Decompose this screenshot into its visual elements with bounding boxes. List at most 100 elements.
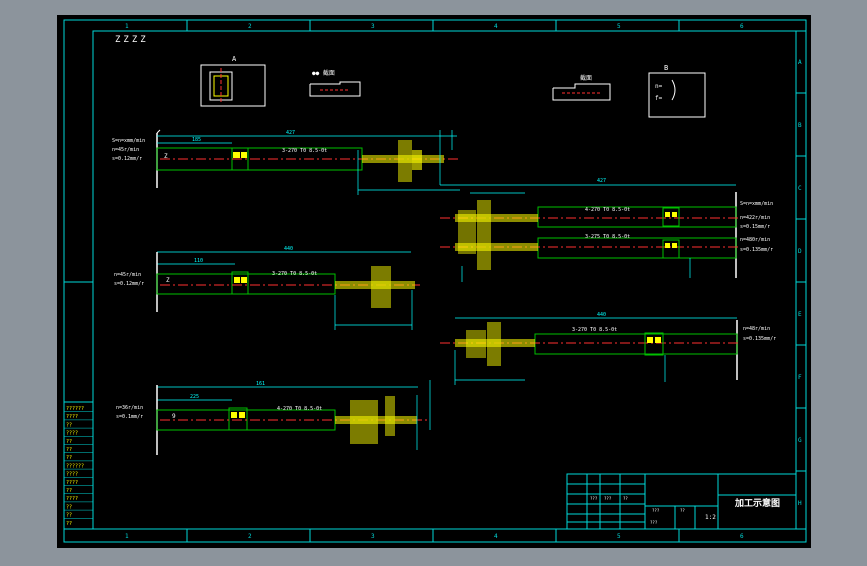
op5-bearing	[647, 337, 653, 343]
stamp-cell-text: ??????	[66, 406, 84, 412]
column-labels-top: 1 2 3 4 5 6	[125, 23, 744, 30]
op2-total-dim: 440	[284, 246, 293, 252]
top-left-marks: ZZZZ	[115, 35, 149, 45]
view-b-box	[648, 72, 706, 118]
operation-2: n=45r/min s=0.12mm/r 440 110 Z 3-270 T0 …	[114, 246, 420, 330]
view-a-box	[200, 64, 266, 107]
operation-4: 427 S=n=xmm/min n=422r/min s=0.15mm/r n=…	[440, 178, 773, 282]
op1-param-3: s=0.12mm/r	[112, 156, 142, 162]
row-label: B	[798, 122, 802, 129]
title-block-small-label: ???	[604, 496, 612, 501]
op2-chuck-label: Z	[166, 277, 170, 284]
op1-bearing	[233, 152, 240, 158]
operation-1: S=n=xmm/min n=45r/min s=0.12mm/r Z 427 1…	[112, 129, 460, 195]
title-block	[566, 473, 797, 530]
op2-seg-dim: 110	[194, 258, 203, 264]
op5-param-1: n=48r/min	[743, 326, 770, 332]
stamp-cell-text: ????	[66, 431, 78, 437]
paper-background	[57, 15, 811, 548]
op2-param-1: n=45r/min	[114, 272, 141, 278]
column-label-top: 5	[617, 23, 621, 30]
column-label-top: 6	[740, 23, 744, 30]
op4-bearing-upper	[665, 212, 670, 217]
op2-param-2: s=0.12mm/r	[114, 281, 144, 287]
title-block-small-label: ???	[590, 496, 598, 501]
op5-tool-shank	[455, 339, 535, 347]
detail-profile-right	[552, 83, 611, 101]
row-label: C	[798, 185, 802, 192]
title-block-small-label: ???	[652, 508, 660, 513]
stamp-cell-text: ??	[66, 513, 72, 519]
column-label-bottom: 5	[617, 533, 621, 540]
stamp-cell-text: ??	[66, 504, 72, 510]
stamp-cell-text: ??	[66, 447, 72, 453]
row-label: A	[798, 59, 802, 66]
column-label-bottom: 1	[125, 533, 129, 540]
stamp-cell-text: ????	[66, 480, 78, 486]
inner-frame	[92, 30, 807, 530]
drawing-title: 加工示意图	[734, 497, 780, 509]
op1-seg-dim: 185	[192, 137, 201, 143]
column-label-top: 3	[371, 23, 375, 30]
op3-param-2: s=0.1mm/r	[116, 414, 143, 420]
row-zone-ticks	[64, 92, 806, 472]
column-label-bottom: 3	[371, 533, 375, 540]
stamp-cell-text: ??	[66, 422, 72, 428]
stamp-column	[63, 401, 94, 530]
op5-total-dim: 440	[597, 312, 606, 318]
stamp-cell-text: ??	[66, 455, 72, 461]
op4-total-dim: 427	[597, 178, 606, 184]
column-label-top: 4	[494, 23, 498, 30]
op3-bearing	[231, 412, 237, 418]
detail-left-label: ●● 截面	[312, 69, 335, 77]
op4-tool-chuck	[477, 200, 491, 270]
column-label-bottom: 4	[494, 533, 498, 540]
operation-5: 440 n=48r/min s=0.135mm/r 3-270 T0 8.5-0…	[440, 312, 776, 385]
title-block-small-label: ??	[623, 496, 628, 501]
column-label-bottom: 2	[248, 533, 252, 540]
column-zone-ticks	[186, 20, 680, 542]
operation-3: n=36r/min s=0.1mm/r 161 225 9 4-270 T0 8…	[116, 380, 431, 455]
op2-thread: 3-270 T0 8.5-0t	[272, 271, 317, 277]
stamp-cell-text: ??	[66, 488, 72, 494]
op1-tool-shank	[362, 155, 444, 163]
column-labels-bottom: 1 2 3 4 5 6	[125, 533, 744, 540]
row-label: H	[798, 500, 802, 507]
op4-tool-shank-upper	[455, 214, 538, 222]
op3-tool-shank	[335, 416, 417, 424]
op3-total-dim: 161	[256, 381, 265, 387]
op4-tool-shank-lower	[455, 243, 538, 251]
op4-bearing-lower	[665, 243, 670, 248]
view-b-label: B	[664, 64, 668, 72]
row-label: D	[798, 248, 802, 255]
stamp-cell-text: ??????	[66, 463, 84, 469]
op3-chuck-label: 9	[172, 413, 176, 420]
op5-thread: 3-270 T0 8.5-0t	[572, 327, 617, 333]
op4-thread-2: 3-275 T0 8.5-0t	[585, 234, 630, 240]
stamp-cell-text: ????	[66, 414, 78, 420]
op3-seg-dim: 225	[190, 394, 199, 400]
op4-thread-1: 4-270 T0 8.5-0t	[585, 207, 630, 213]
title-block-small-label: ??	[680, 508, 685, 513]
op3-param-1: n=36r/min	[116, 405, 143, 411]
detail-profile-left	[309, 81, 361, 97]
column-label-top: 1	[125, 23, 129, 30]
stamp-cells: ????????????????????????????????????????…	[64, 406, 93, 527]
title-block-labels: ????????????????	[590, 496, 685, 525]
op1-param-1: S=n=xmm/min	[112, 138, 145, 144]
op4-param-4: n=480r/min	[740, 237, 770, 243]
op4-param-1: S=n=xmm/min	[740, 201, 773, 207]
column-label-top: 2	[248, 23, 252, 30]
drawing-scale: 1:2	[705, 514, 716, 521]
section-view-a: A	[200, 55, 266, 107]
op4-param-2: n=422r/min	[740, 215, 770, 221]
column-label-bottom: 6	[740, 533, 744, 540]
op1-param-2: n=45r/min	[112, 147, 139, 153]
row-label: F	[798, 374, 802, 381]
section-view-b: B n= f=	[648, 64, 706, 118]
stamp-cell-text: ??	[66, 439, 72, 445]
op1-total-dim: 427	[286, 130, 295, 136]
